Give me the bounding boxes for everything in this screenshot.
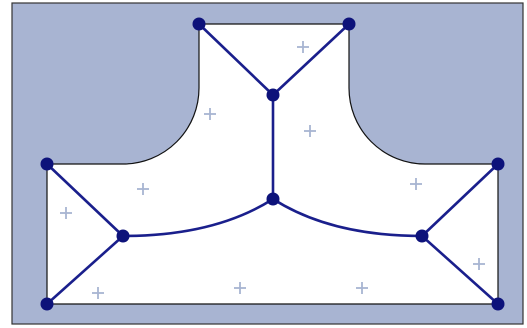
- graph-vertex: [40, 297, 54, 311]
- graph-edge: [197, 22, 275, 97]
- plus-icon: [137, 183, 149, 195]
- plus-icon: [60, 207, 72, 219]
- graph-edge: [45, 162, 125, 238]
- plus-icon: [297, 41, 309, 53]
- plus-icon: [356, 282, 368, 294]
- graph-vertex: [342, 17, 356, 31]
- plus-icon: [92, 287, 104, 299]
- graph-vertices: [40, 17, 505, 311]
- graph-edge: [121, 197, 275, 238]
- plus-icon: [304, 125, 316, 137]
- graph-edge: [45, 234, 125, 306]
- graph-vertex: [266, 88, 280, 102]
- graph-edge: [420, 162, 500, 238]
- graph-vertex: [491, 157, 505, 171]
- plus-icon: [410, 178, 422, 190]
- graph-edge: [271, 22, 351, 97]
- graph-vertex: [415, 229, 429, 243]
- graph-vertex: [491, 297, 505, 311]
- graph-vertex: [192, 17, 206, 31]
- graph-edge: [420, 234, 500, 306]
- plus-icon: [234, 282, 246, 294]
- graph-edges: [45, 22, 500, 306]
- graph-vertex: [116, 229, 130, 243]
- plus-markers: [60, 41, 485, 299]
- graph-vertex: [40, 157, 54, 171]
- plus-icon: [204, 108, 216, 120]
- plus-icon: [473, 258, 485, 270]
- graph-edge: [271, 197, 424, 238]
- graph-vertex: [266, 192, 280, 206]
